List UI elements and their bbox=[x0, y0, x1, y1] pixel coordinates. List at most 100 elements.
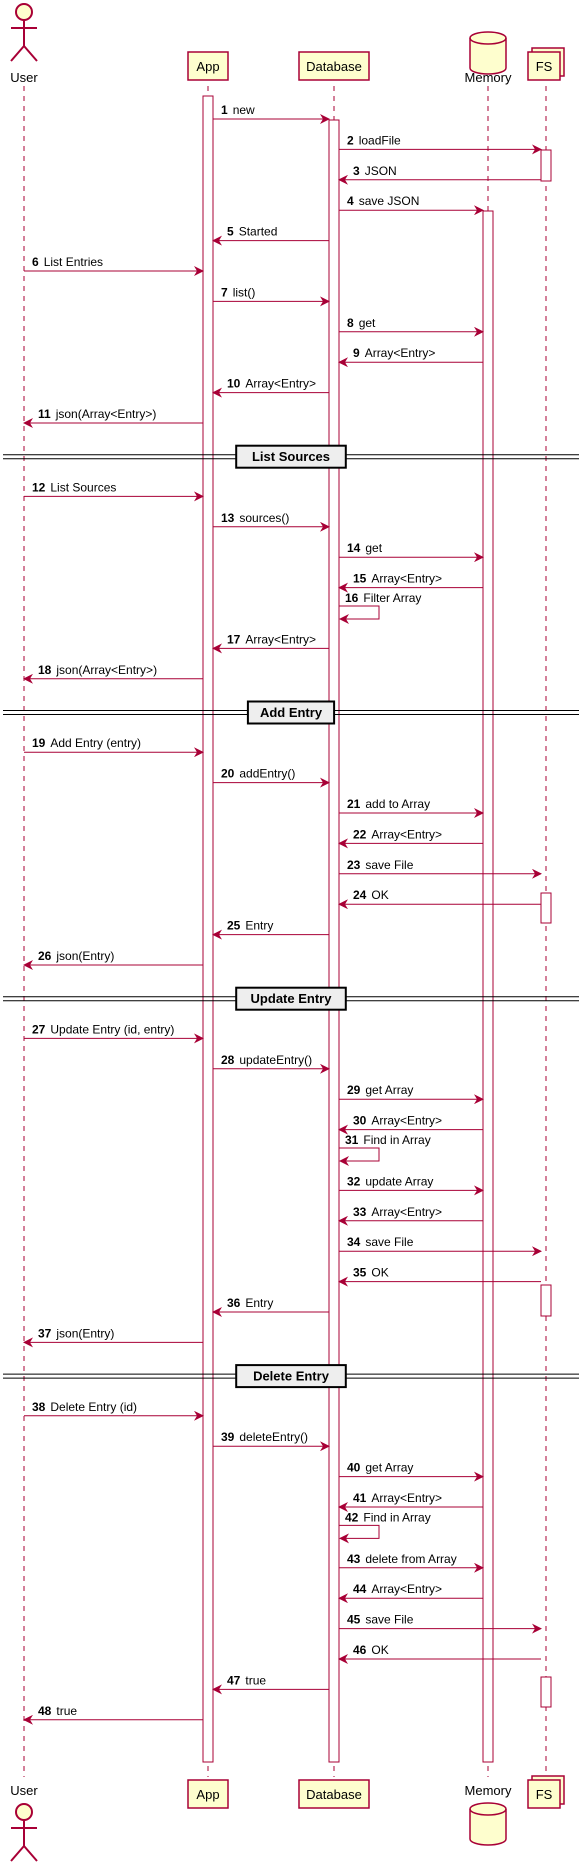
actor-head bbox=[15, 3, 33, 21]
section-divider-label: Update Entry bbox=[251, 991, 333, 1006]
message-number: 33 bbox=[353, 1205, 367, 1219]
message-number: 15 bbox=[353, 572, 367, 586]
participant-label: FS bbox=[536, 1787, 553, 1802]
divider-box bbox=[246, 700, 336, 725]
message-1: 1 new bbox=[213, 103, 330, 124]
message-number: 45 bbox=[347, 1613, 361, 1627]
message-text: json(Array<Entry>) bbox=[55, 663, 157, 677]
message-number: 1 bbox=[221, 103, 228, 117]
message-text: Update Entry (id, entry) bbox=[50, 1022, 174, 1036]
participant-box bbox=[298, 51, 370, 81]
message-number: 8 bbox=[347, 316, 354, 330]
database-cylinder-rim bbox=[469, 1808, 507, 1816]
message-text: json(Entry) bbox=[55, 1326, 114, 1340]
message-number: 22 bbox=[353, 827, 367, 841]
message-text: Array<Entry> bbox=[371, 572, 442, 586]
message-text: Array<Entry> bbox=[365, 346, 436, 360]
message-text: get bbox=[359, 316, 376, 330]
message-number: 11 bbox=[38, 407, 51, 421]
message-text: get Array bbox=[365, 1461, 413, 1475]
actor-legs bbox=[10, 44, 38, 62]
message-number: 3 bbox=[353, 164, 360, 178]
message-number: 21 bbox=[347, 797, 361, 811]
participant-box bbox=[527, 1779, 561, 1809]
activation-fs-3 bbox=[540, 1284, 552, 1317]
message-text: Add Entry (entry) bbox=[50, 736, 141, 750]
message-text: Find in Array bbox=[363, 1133, 430, 1147]
message-text: sources() bbox=[239, 511, 289, 525]
message-text: Find in Array bbox=[363, 1510, 430, 1524]
message-number: 17 bbox=[227, 632, 241, 646]
message-number: 2 bbox=[347, 133, 354, 147]
message-text: save File bbox=[365, 858, 413, 872]
message-text: update Array bbox=[365, 1174, 433, 1188]
participant-mem-bottom: Memory bbox=[465, 1783, 512, 1846]
message-number: 44 bbox=[353, 1582, 367, 1596]
message-text: deleteEntry() bbox=[239, 1430, 308, 1444]
participant-label: User bbox=[10, 70, 38, 85]
message-number: 5 bbox=[227, 225, 234, 239]
activation-db-1 bbox=[328, 119, 340, 1763]
section-divider-label: Add Entry bbox=[260, 705, 323, 720]
message-number: 31 bbox=[345, 1133, 359, 1147]
message-number: 16 bbox=[345, 591, 359, 605]
message-number: 7 bbox=[221, 285, 228, 299]
message-text: delete from Array bbox=[365, 1552, 456, 1566]
message-label: 5 Started bbox=[227, 225, 277, 239]
message-15: 15 Array<Entry> bbox=[338, 572, 483, 593]
activation-fs-4 bbox=[540, 1676, 552, 1708]
message-number: 42 bbox=[345, 1510, 359, 1524]
message-number: 39 bbox=[221, 1430, 235, 1444]
message-number: 35 bbox=[353, 1266, 367, 1280]
message-number: 26 bbox=[38, 949, 52, 963]
message-label: 42 Find in Array bbox=[345, 1510, 431, 1524]
participant-user-bottom: User bbox=[10, 1783, 38, 1862]
message-number: 14 bbox=[347, 541, 361, 555]
message-text: new bbox=[233, 103, 255, 117]
actor-legs bbox=[10, 1844, 38, 1862]
participant-user-top: User bbox=[10, 3, 38, 85]
message-number: 46 bbox=[353, 1643, 367, 1657]
message-text: Started bbox=[239, 225, 278, 239]
message-text: List Sources bbox=[50, 480, 116, 494]
message-text: OK bbox=[371, 888, 388, 902]
participant-db-bottom: Database bbox=[298, 1779, 370, 1809]
participant-label: App bbox=[196, 59, 219, 74]
self-message-arrow bbox=[339, 605, 380, 624]
